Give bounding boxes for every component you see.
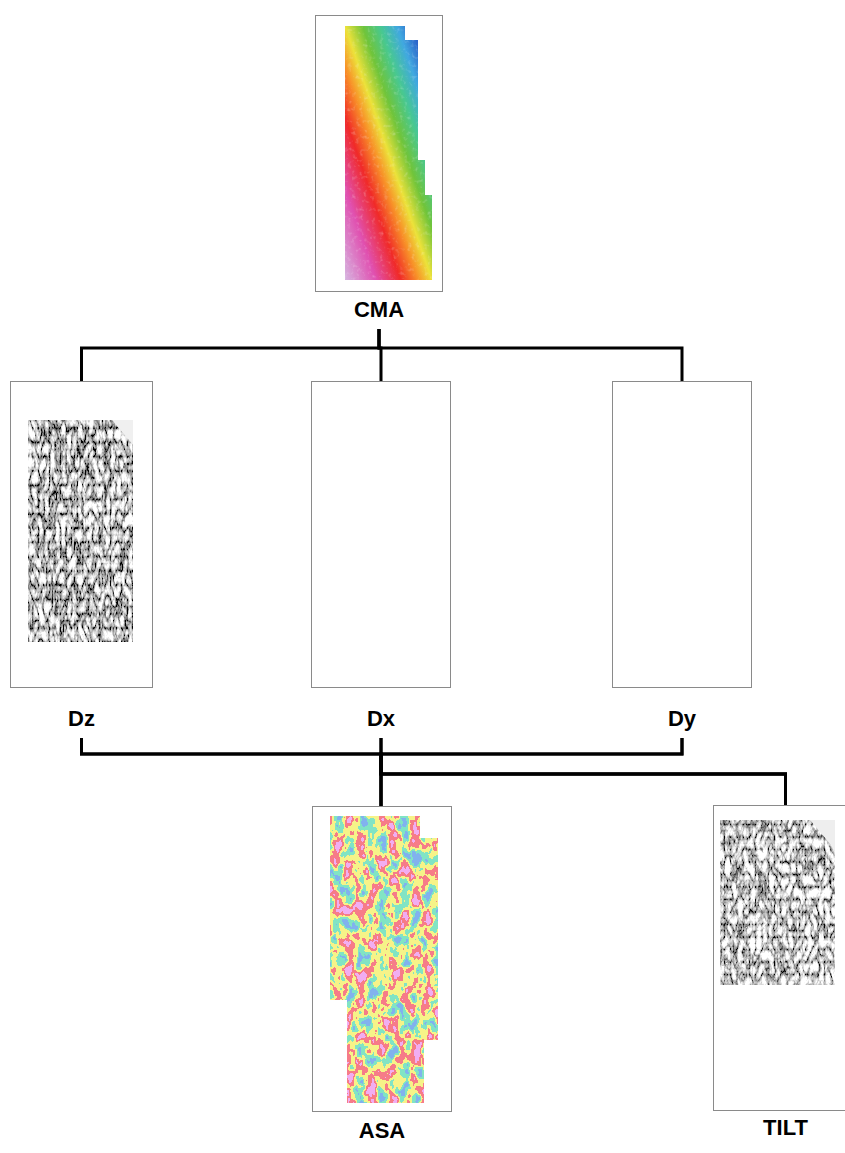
panel-frame bbox=[311, 381, 451, 688]
panel-frame bbox=[612, 381, 752, 688]
bracket-connector bbox=[381, 738, 786, 805]
panel-label: TILT bbox=[763, 1115, 808, 1141]
tilt-map bbox=[720, 820, 835, 985]
panel-label: Dy bbox=[668, 706, 696, 732]
panel-label: Dx bbox=[367, 706, 395, 732]
asa-map bbox=[330, 816, 438, 1103]
bracket-connector bbox=[82, 329, 380, 381]
panel-label: Dz bbox=[68, 706, 95, 732]
bracket-connector bbox=[381, 738, 682, 806]
cma-map bbox=[345, 26, 432, 280]
panel-frame bbox=[312, 806, 452, 1112]
bracket-connector bbox=[82, 738, 382, 806]
bracket-connector bbox=[82, 738, 786, 805]
image-panel: CMA bbox=[315, 15, 443, 325]
image-panel: Dy bbox=[612, 381, 752, 734]
image-panel: Dz bbox=[10, 381, 153, 734]
panel-label: ASA bbox=[359, 1118, 405, 1144]
panel-frame bbox=[315, 15, 443, 292]
image-panel: ASA bbox=[312, 806, 452, 1146]
bracket-connector bbox=[379, 329, 682, 381]
panel-label: CMA bbox=[354, 297, 404, 323]
panel-frame bbox=[10, 381, 153, 688]
image-panel: TILT bbox=[713, 805, 845, 1143]
image-panel: Dx bbox=[311, 381, 451, 734]
dz-map bbox=[28, 420, 133, 642]
bracket-connector bbox=[381, 738, 786, 805]
panel-frame bbox=[713, 805, 845, 1111]
